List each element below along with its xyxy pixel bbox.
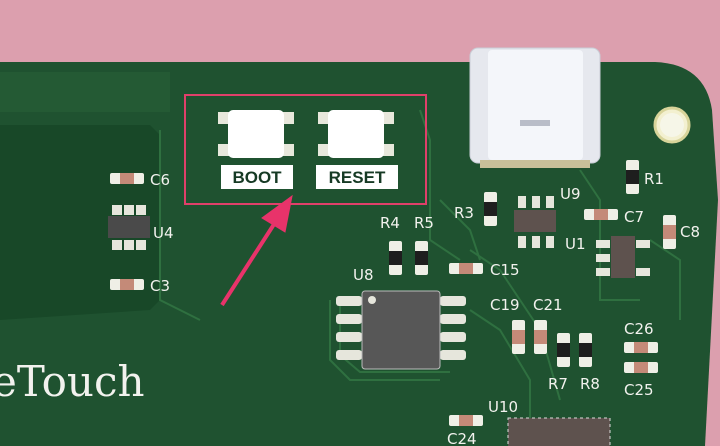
- ref-r5: R5: [414, 214, 434, 232]
- traces: [159, 109, 681, 420]
- reset-button: RESET: [316, 110, 398, 189]
- boot-button: BOOT: [218, 110, 294, 189]
- u8-chip: [336, 290, 466, 370]
- u10-chip: [507, 417, 611, 446]
- u1-chip: [596, 236, 650, 278]
- ref-c26: C26: [624, 320, 654, 338]
- ref-c8: C8: [680, 223, 700, 241]
- reset-label: RESET: [329, 168, 386, 187]
- u4-chip: [108, 205, 150, 250]
- ref-r1: R1: [644, 170, 664, 188]
- ref-c15: C15: [490, 261, 520, 279]
- ref-c25: C25: [624, 381, 654, 399]
- ref-c21: C21: [533, 296, 563, 314]
- highlight-box: [184, 94, 427, 205]
- ref-u1: U1: [565, 235, 586, 253]
- ref-r3: R3: [454, 204, 474, 222]
- ref-u10: U10: [488, 398, 518, 416]
- usb-c-connector: [469, 47, 601, 168]
- via-field: [0, 72, 170, 112]
- u9-chip: [514, 196, 556, 248]
- arrow-annotation: [220, 194, 293, 307]
- ref-r8: R8: [580, 375, 600, 393]
- ref-u8: U8: [353, 266, 374, 284]
- ref-c7: C7: [624, 208, 644, 226]
- ref-u4: U4: [153, 224, 174, 242]
- boot-label: BOOT: [232, 168, 282, 187]
- ref-c24: C24: [447, 430, 477, 446]
- ref-c3: C3: [150, 277, 170, 295]
- passives: [110, 160, 676, 426]
- ref-c6: C6: [150, 171, 170, 189]
- board-silkscreen-title: eTouch: [0, 357, 145, 406]
- ref-u9: U9: [560, 185, 581, 203]
- ref-c19: C19: [490, 296, 520, 314]
- ref-r7: R7: [548, 375, 568, 393]
- ref-r4: R4: [380, 214, 400, 232]
